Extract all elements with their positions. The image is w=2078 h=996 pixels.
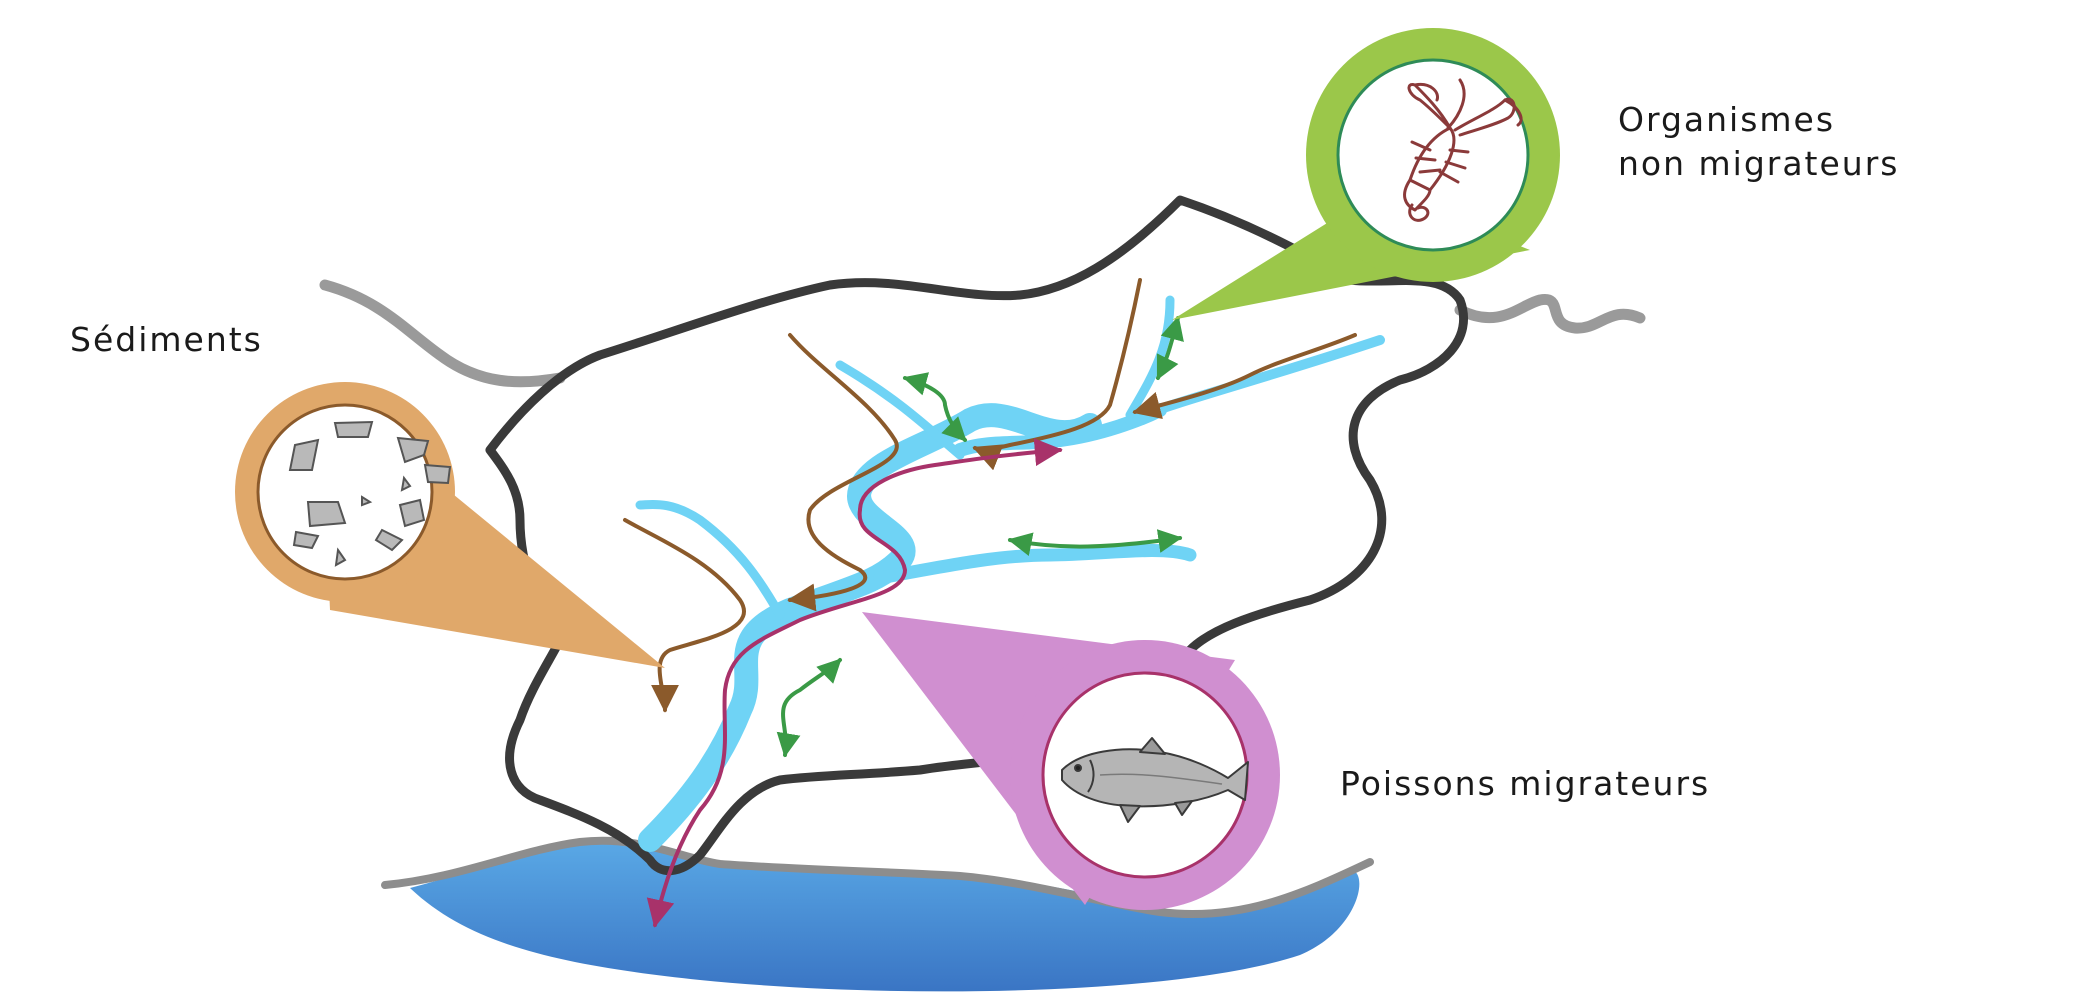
sediment-particles-icon bbox=[288, 420, 452, 567]
organisms-callout-inner bbox=[1336, 58, 1530, 252]
movement-arrow-2 bbox=[1156, 315, 1184, 381]
organisms-callout bbox=[1172, 28, 1560, 320]
fish-migration-arrow bbox=[646, 438, 1063, 928]
road-left bbox=[319, 279, 566, 388]
sediments-label: Sédiments bbox=[70, 320, 263, 359]
sediments-callout bbox=[235, 382, 665, 668]
fish-callout bbox=[862, 612, 1280, 910]
movement-arrow-4 bbox=[776, 658, 842, 758]
sediment-arrow-4 bbox=[1132, 333, 1357, 420]
organisms-label-line-1: Organismes bbox=[1618, 100, 1836, 139]
movement-arrow-1 bbox=[902, 372, 967, 442]
crayfish-icon bbox=[1403, 78, 1523, 222]
tributary-middle bbox=[873, 544, 1197, 585]
watershed-outline bbox=[485, 195, 1469, 876]
organisms-label: Organismes non migrateurs bbox=[1618, 98, 1899, 186]
tributary-north bbox=[1125, 295, 1175, 420]
road-right bbox=[1454, 294, 1646, 334]
fish-label: Poissons migrateurs bbox=[1340, 764, 1711, 803]
tributary-west bbox=[635, 499, 785, 620]
tributary-northwest bbox=[835, 360, 965, 460]
organisms-label-line-2: non migrateurs bbox=[1618, 144, 1900, 183]
salmon-icon bbox=[1061, 737, 1249, 823]
